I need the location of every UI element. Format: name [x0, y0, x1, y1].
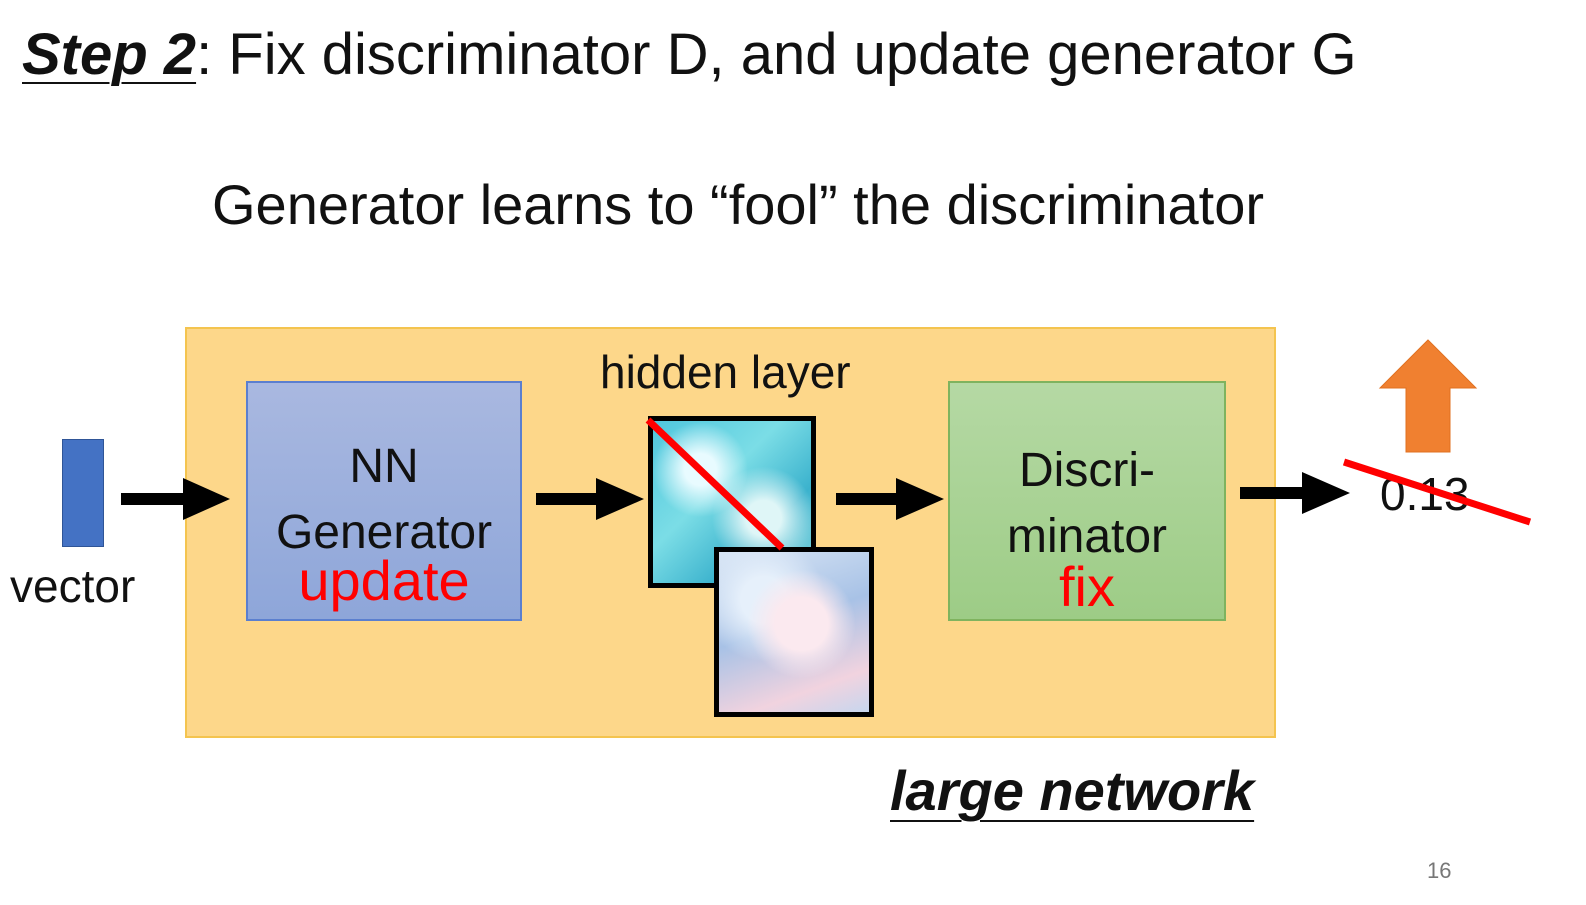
output-score: 0.13 [1380, 468, 1470, 520]
generator-line1: NN [349, 440, 419, 493]
slide-title: Step 2: Fix discriminator D, and update … [22, 20, 1357, 90]
input-vector-label: vector [10, 560, 136, 612]
input-vector [62, 439, 104, 547]
discriminator-box: Discri- minator fix [948, 381, 1226, 621]
generator-box: NN Generator update [246, 381, 522, 621]
step-label: Step 2 [22, 22, 197, 87]
hidden-layer-label: hidden layer [600, 346, 851, 398]
discriminator-line1: Discri- [1019, 444, 1155, 497]
generator-status: update [298, 549, 470, 612]
title-text: : Fix discriminator D, and update genera… [196, 22, 1357, 87]
generated-image-new [714, 547, 874, 717]
up-arrow-icon [1378, 339, 1478, 453]
slide-subtitle: Generator learns to “fool” the discrimin… [212, 173, 1264, 236]
discriminator-line2: minator [1006, 510, 1168, 563]
page-number: 16 [1427, 858, 1452, 883]
generator-line2: Generator [275, 506, 493, 559]
discriminator-status: fix [1059, 555, 1115, 618]
large-network-label: large network [890, 759, 1255, 822]
